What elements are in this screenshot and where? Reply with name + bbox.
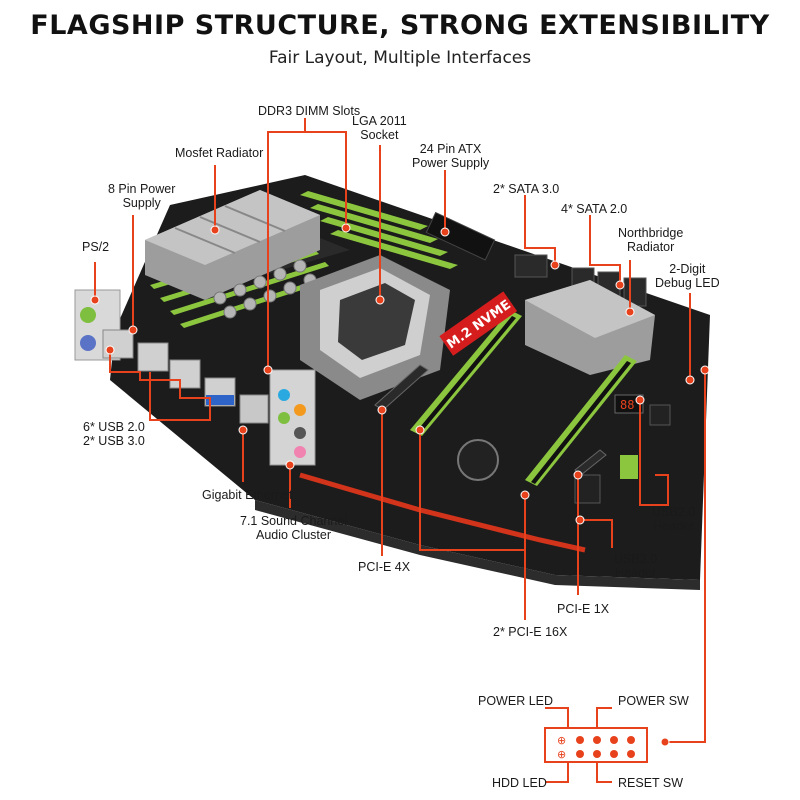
label-mosfet-radiator: Mosfet Radiator (175, 146, 264, 160)
svg-text:⊕: ⊕ (557, 748, 566, 761)
label-gigabit-ethernet: Gigabit Ethernet (202, 488, 293, 502)
label-debug-line2: Debug LED (655, 276, 720, 290)
io-ports (74, 289, 316, 466)
mosfet-heatsink (145, 190, 320, 300)
label-8pin-power: 8 Pin Power Supply (108, 182, 175, 210)
label-usb3-header: USB3.0 Header (614, 552, 657, 580)
label-usb3h-line1: USB3.0 (614, 552, 658, 566)
cmos-battery (457, 439, 499, 481)
label-8pin-line1: 8 Pin Power (108, 182, 176, 196)
label-hdd-led: HDD LED (492, 776, 547, 790)
page-title: FLAGSHIP STRUCTURE, STRONG EXTENSIBILITY (30, 10, 770, 41)
label-usb-ports: 6* USB 2.0 2* USB 3.0 (83, 420, 145, 448)
lga2011-socket (300, 255, 450, 400)
led-strip (299, 472, 586, 553)
label-lga-line2: Socket (360, 128, 399, 142)
callout-lines (90, 118, 710, 747)
label-pcie1: PCI-E 1X (557, 602, 610, 616)
label-debug-line1: 2-Digit (669, 262, 706, 276)
label-atx-power: 24 Pin ATX Power Supply (412, 142, 489, 170)
front-panel-header (649, 404, 671, 426)
label-sata2: 4* SATA 2.0 (561, 202, 628, 216)
front-panel-diagram: ⊕ ⊕ (544, 707, 648, 783)
usb2-header (620, 455, 638, 479)
pcie16-slot-2 (525, 355, 637, 486)
label-debug-led: 2-Digit Debug LED (655, 262, 720, 290)
label-audio-line2: Audio Cluster (255, 528, 332, 542)
label-audio-line1: 7.1 Sound Channel (240, 514, 348, 528)
sata3-ports (514, 254, 548, 278)
label-northbridge-line1: Northbridge (618, 226, 684, 240)
capacitors (213, 259, 337, 332)
label-pcie4: PCI-E 4X (358, 560, 411, 574)
label-ps2: PS/2 (82, 240, 110, 254)
label-power-sw: POWER SW (618, 694, 689, 708)
usb3-header (574, 474, 601, 504)
label-usb2-header: USB2.0 Header (652, 505, 695, 533)
label-reset-sw: RESET SW (618, 776, 684, 790)
label-ddr3-dimm-slots: DDR3 DIMM Slots (258, 104, 361, 118)
label-atx-line2: Power Supply (412, 156, 490, 170)
label-usb2h-line2: Header (653, 519, 695, 533)
pcb-edge (255, 500, 700, 590)
label-lga-line1: LGA 2011 (352, 114, 407, 128)
label-pcie16: 2* PCI-E 16X (493, 625, 568, 639)
svg-text:88: 88 (620, 398, 634, 412)
label-usb3h-line2: Header (615, 566, 657, 580)
label-northbridge-line2: Radiator (627, 240, 675, 254)
label-power-led: POWER LED (478, 694, 554, 708)
label-audio-cluster: 7.1 Sound Channel Audio Cluster (240, 514, 347, 542)
pcie16-slot-1 (410, 310, 522, 436)
label-usb-line2: 2* USB 3.0 (83, 434, 145, 448)
page-subtitle: Fair Layout, Multiple Interfaces (268, 48, 532, 68)
label-8pin-line2: Supply (122, 196, 161, 210)
label-northbridge-radiator: Northbridge Radiator (618, 226, 683, 254)
label-sata3: 2* SATA 3.0 (493, 182, 560, 196)
label-lga2011-socket: LGA 2011 Socket (352, 114, 407, 142)
label-usb2h-line1: USB2.0 (652, 505, 696, 519)
label-usb-line1: 6* USB 2.0 (83, 420, 145, 434)
atx-connector (425, 211, 496, 261)
northbridge-heatsink (525, 280, 655, 375)
svg-text:⊕: ⊕ (557, 734, 566, 747)
m2-badge (439, 291, 518, 356)
label-atx-line1: 24 Pin ATX (419, 142, 482, 156)
